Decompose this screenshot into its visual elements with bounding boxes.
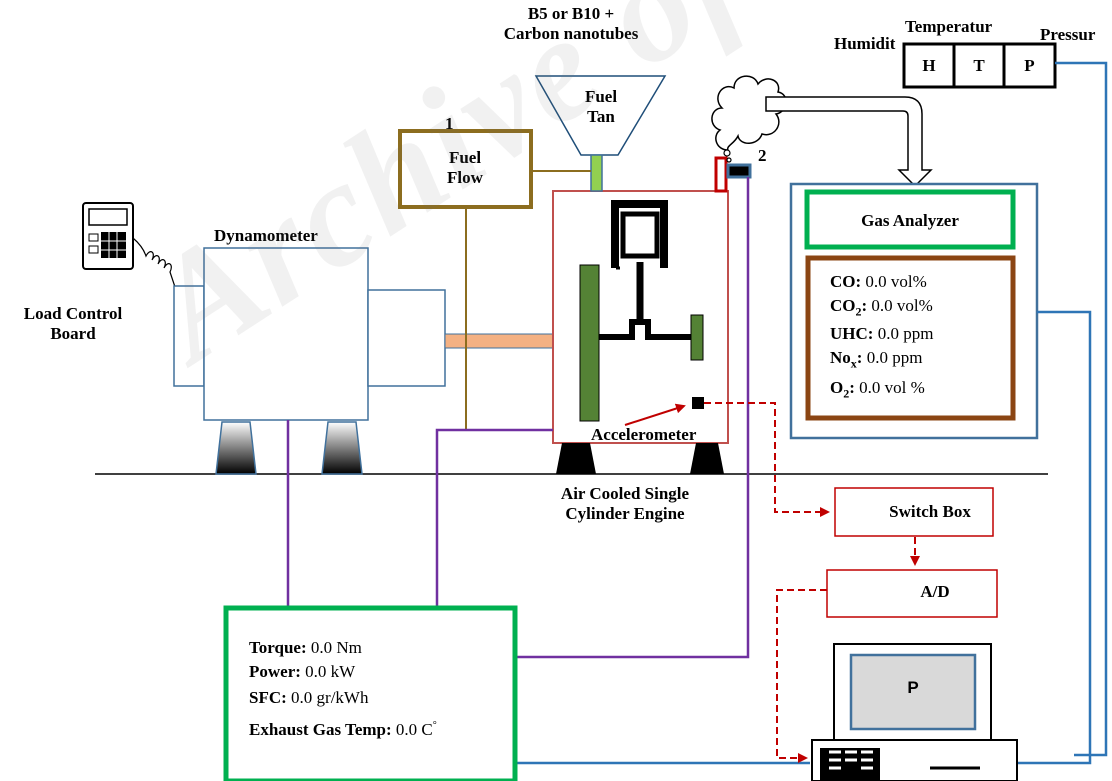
gas-reading-value: 0.0 ppm: [877, 324, 934, 343]
gas-analyzer-title-box: [804, 189, 1016, 250]
dynamometer-right-flange: [367, 289, 446, 387]
gas-reading-2: UHC: 0.0 ppm: [830, 324, 934, 343]
engine-reading-value: 0.0 kW: [305, 662, 356, 681]
flywheel: [579, 264, 600, 422]
gas-reading-value: 0.0 vol %: [859, 378, 925, 397]
gas-reading-3: Nox: 0.0 ppm: [830, 348, 923, 371]
engine-reading-value: 0.0 Nm: [310, 638, 362, 657]
humidity-label: Humidit: [834, 34, 896, 53]
fuel-flow-label-line1: Fuel: [448, 148, 482, 167]
gas-readings-panel: [805, 255, 1016, 421]
coiled-cable: [132, 237, 177, 291]
pc-screen-label: P: [907, 678, 919, 697]
dynamometer-body: [203, 247, 369, 421]
pressure-sensor-cell: P: [1024, 56, 1035, 75]
engine-signal-line: [435, 428, 553, 608]
fuel-note: B5 or B10 + Carbon nanotubes: [496, 4, 646, 43]
exhaust-to-analyzer-arrow: [765, 96, 933, 188]
engine-data-display: [223, 605, 518, 781]
engine-reading-name: Torque:: [249, 638, 307, 657]
fuel-flow-meter: [398, 129, 533, 209]
engine-label-line2: Cylinder Engine: [565, 503, 685, 523]
gas-reading-value: 0.0 vol%: [865, 272, 927, 291]
dynamometer-left-flange: [173, 285, 205, 387]
engine-reading-name: Power:: [249, 662, 301, 681]
pulley: [690, 314, 704, 361]
load-control-board-icon: [82, 202, 134, 270]
load-control-label: Load Control Board: [8, 304, 138, 343]
gas-reading-subscript: 2: [855, 304, 862, 319]
exhaust-sensor: [726, 163, 752, 179]
gas-reading-name: UHC: [830, 324, 868, 343]
engine-reading-1: Power: 0.0 kW: [249, 662, 355, 682]
accelerometer-pointer: [624, 403, 686, 426]
fuel-line-nozzle: [590, 154, 603, 192]
accelerometer-sensor: [692, 397, 704, 409]
pressure-label: Pressur: [1040, 25, 1096, 44]
degree-mark: °: [432, 720, 437, 731]
exhaust-smoke-icon: [711, 75, 787, 151]
engine-reading-value: 0.0 C: [395, 720, 433, 739]
accelerometer-signal-line: [704, 402, 830, 517]
gas-reading-1: CO2: 0.0 vol%: [830, 296, 933, 319]
ad-converter: [826, 569, 998, 618]
engine-reading-0: Torque: 0.0 Nm: [249, 638, 362, 658]
fuel-flow-label: Fuel Flow: [435, 148, 495, 187]
gas-reading-subscript: x: [850, 356, 857, 371]
gas-reading-name: CO: [830, 296, 856, 315]
exhaust-temp-signal-line: [515, 177, 750, 659]
gas-analyzer-title: Gas Analyzer: [861, 211, 959, 230]
gas-reading-value: 0.0 ppm: [866, 348, 923, 367]
fuel-flow-label-line2: Flow: [447, 167, 483, 187]
gas-reading-value: 0.0 vol%: [871, 296, 933, 315]
marker-2: 2: [758, 146, 767, 165]
switch-box: [834, 487, 994, 537]
temperature-label: Temperatur: [905, 17, 993, 36]
fuel-note-line2: Carbon nanotubes: [503, 23, 639, 43]
switch-box-label: Switch Box: [889, 502, 971, 521]
engine-reading-name: Exhaust Gas Temp:: [249, 720, 392, 739]
engine-reading-name: SFC:: [249, 688, 287, 707]
humidity-sensor-cell: H: [922, 56, 936, 75]
engine-reading-2: SFC: 0.0 gr/kWh: [249, 688, 368, 708]
fuel-tank-label-line2: Tan: [587, 106, 615, 126]
gas-reading-subscript: 2: [843, 386, 850, 401]
ambient-signal-line: [1055, 61, 1108, 757]
engine-reading-value: 0.0 gr/kWh: [291, 688, 369, 707]
fuel-note-line1: B5 or B10 +: [527, 4, 615, 23]
temperature-sensor-cell: T: [973, 56, 985, 75]
ambient-sensor-block: [902, 42, 1057, 89]
load-control-label-line2: Board: [50, 323, 96, 343]
gas-reading-name: No: [830, 348, 851, 367]
ad-to-pc-line: [776, 589, 827, 763]
dynamometer-label: Dynamometer: [214, 226, 318, 245]
engine-label-line1: Air Cooled Single: [560, 484, 690, 503]
computer-icon: [811, 643, 1018, 781]
dynamometer-feet: [215, 421, 363, 475]
gas-reading-name: CO: [830, 272, 856, 291]
engine-feet: [556, 443, 724, 474]
engine-reading-3: Exhaust Gas Temp: 0.0 C°: [249, 720, 437, 740]
load-control-label-line1: Load Control: [23, 304, 123, 323]
analyzer-signal-line: [1018, 310, 1092, 765]
fuel-tank: [534, 75, 667, 156]
cylinder-piston-icon: [611, 200, 668, 270]
gas-reading-0: CO: 0.0 vol%: [830, 272, 927, 291]
marker-1: 1: [445, 114, 454, 133]
exhaust-port: [714, 156, 728, 193]
gas-reading-name: O: [830, 378, 844, 397]
accelerometer-label: Accelerometer: [591, 425, 697, 444]
fuel-tank-label: Fuel Tan: [576, 87, 626, 126]
gas-reading-4: O2: 0.0 vol %: [830, 378, 925, 401]
ad-label: A/D: [920, 582, 950, 601]
engine-label: Air Cooled Single Cylinder Engine: [530, 484, 720, 523]
fuel-tank-label-line1: Fuel: [584, 87, 618, 106]
